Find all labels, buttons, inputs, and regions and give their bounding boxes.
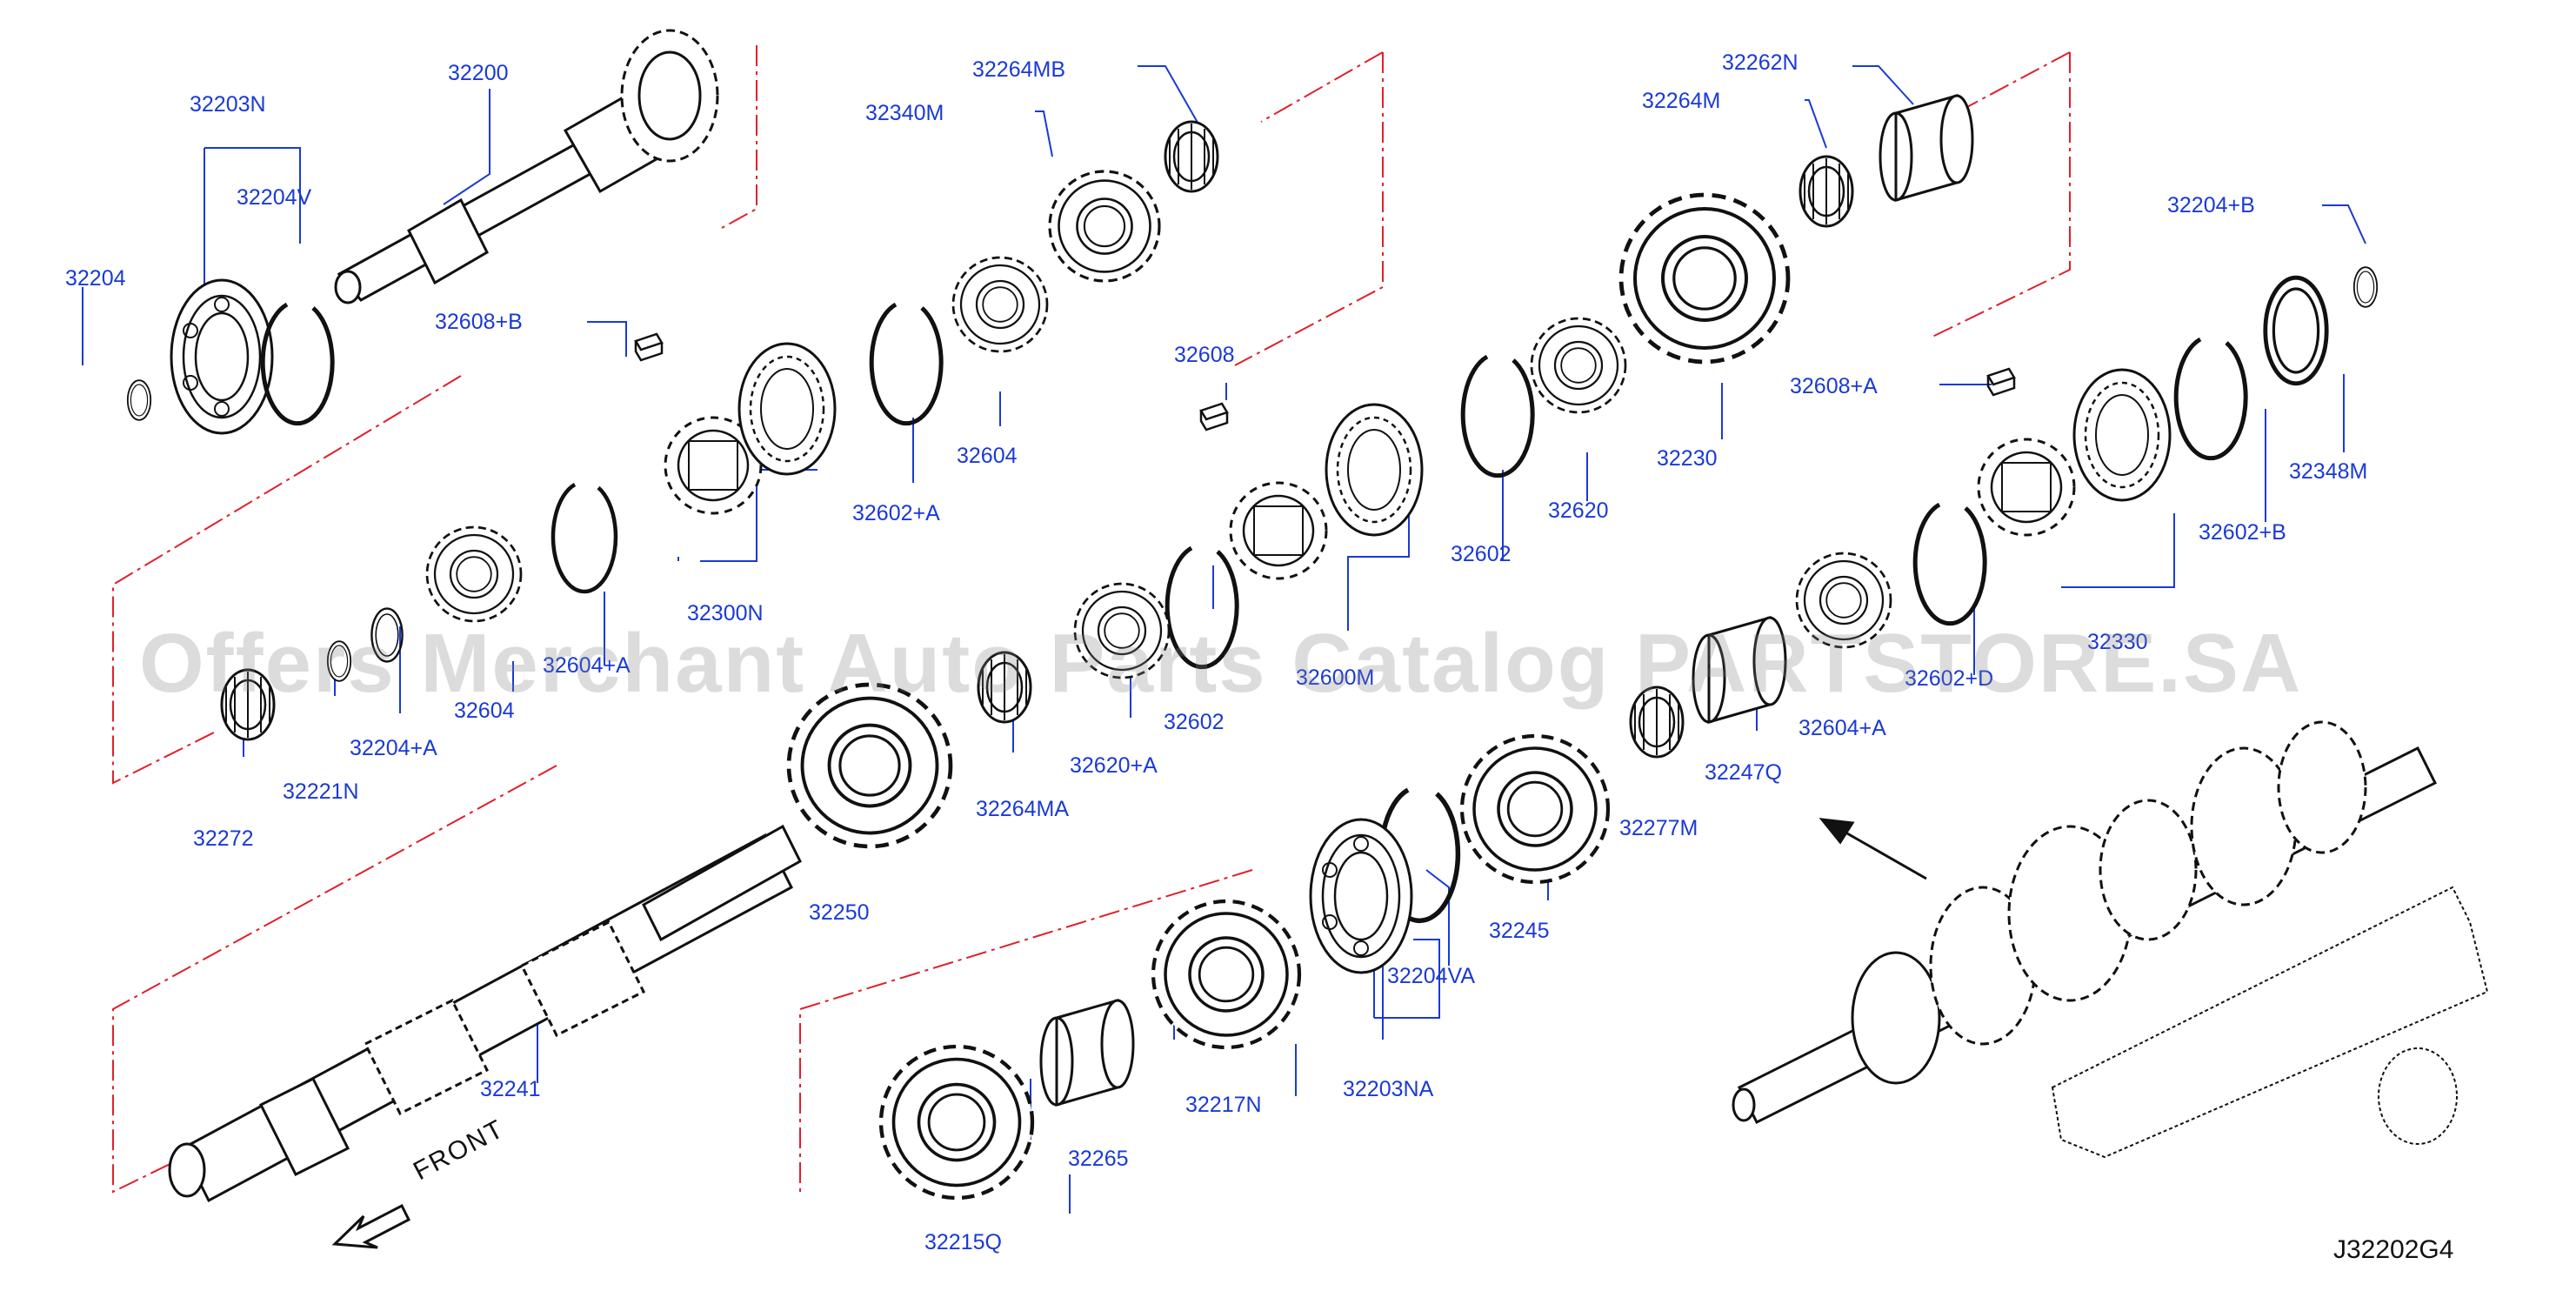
snapring-32602: [1463, 357, 1532, 476]
part-label-32204V[interactable]: 32204V: [237, 185, 312, 210]
snapring-32602B: [2176, 339, 2246, 458]
part-label-32272[interactable]: 32272: [193, 826, 254, 851]
ring-32620: [1530, 317, 1627, 414]
needle-32264MA: [977, 651, 1032, 724]
part-label-32608-B[interactable]: 32608+B: [435, 310, 523, 334]
key-32608B: [634, 332, 664, 362]
needle-32272: [220, 668, 276, 741]
part-label-32602-center[interactable]: 32602: [1451, 542, 1512, 566]
part-label-32204[interactable]: 32204: [65, 266, 126, 291]
part-label-32203N[interactable]: 32203N: [190, 92, 266, 117]
part-label-32348M[interactable]: 32348M: [2289, 459, 2368, 484]
sleeve-32262N: [1879, 94, 1974, 202]
ring-32204A: [370, 607, 404, 663]
part-label-32250[interactable]: 32250: [809, 900, 870, 925]
sleeve-32600M: [1325, 403, 1424, 537]
gear-32340M: [1048, 170, 1161, 283]
ring-32604A: [1795, 552, 1892, 649]
front-arrow-icon: [331, 1203, 411, 1249]
part-label-32215Q[interactable]: 32215Q: [924, 1230, 1002, 1254]
needle-32264MB: [1164, 120, 1219, 193]
part-label-32241[interactable]: 32241: [480, 1077, 541, 1101]
ring-32604-top: [951, 256, 1049, 353]
part-label-32604-left[interactable]: 32604: [454, 699, 515, 723]
sleeve-32265: [1039, 999, 1135, 1107]
gear-32215Q: [881, 1047, 1032, 1198]
ring-32204B: [2352, 266, 2379, 308]
part-label-32602-A[interactable]: 32602+A: [852, 501, 940, 525]
ring-32221N: [326, 640, 352, 682]
main-shaft-lower: [168, 824, 802, 1203]
direction-arrow: [1819, 818, 1927, 880]
part-label-32620[interactable]: 32620: [1548, 498, 1609, 523]
gear-32230: [1621, 195, 1788, 362]
part-label-32608-A[interactable]: 32608+A: [1790, 374, 1878, 398]
needle-32264M: [1799, 155, 1854, 228]
gear-32245: [1462, 736, 1608, 882]
part-label-32604-A-left[interactable]: 32604+A: [543, 653, 631, 678]
ring-32604-left: [425, 525, 523, 623]
part-label-32264M[interactable]: 32264M: [1642, 89, 1721, 113]
part-label-32277M[interactable]: 32277M: [1619, 816, 1698, 840]
part-label-32604-A[interactable]: 32604+A: [1799, 716, 1886, 740]
part-label-32200[interactable]: 32200: [448, 61, 509, 85]
ring-32204: [126, 379, 152, 421]
gear-32217N: [1153, 901, 1299, 1047]
ring-32348M: [2266, 278, 2326, 384]
diagram-code: J32202G4: [2333, 1235, 2454, 1264]
needle-32277M: [1629, 686, 1685, 759]
assembled-shaft: [1732, 720, 2438, 1125]
bearing-32203N: [170, 278, 274, 435]
sleeve-32300N: [737, 342, 837, 476]
part-label-32602-mid[interactable]: 32602: [1164, 710, 1225, 734]
part-label-32264MB[interactable]: 32264MB: [972, 57, 1066, 82]
part-label-32608[interactable]: 32608: [1174, 343, 1235, 367]
snapring-32604A: [553, 485, 616, 592]
part-label-32262N[interactable]: 32262N: [1722, 50, 1799, 75]
hub-32330: [1977, 438, 2076, 537]
sleeve-32330: [2072, 368, 2172, 502]
part-label-32204-B[interactable]: 32204+B: [2167, 193, 2255, 217]
part-label-32602-B[interactable]: 32602+B: [2199, 520, 2286, 545]
part-label-32230[interactable]: 32230: [1657, 446, 1718, 471]
part-label-32264MA[interactable]: 32264MA: [976, 797, 1070, 821]
ring-32620A: [1073, 582, 1171, 679]
bearing-32203NA: [1309, 818, 1413, 974]
part-label-32204-A[interactable]: 32204+A: [350, 736, 437, 760]
part-label-32330[interactable]: 32330: [2087, 630, 2148, 654]
part-label-32340M[interactable]: 32340M: [865, 101, 944, 125]
gear-32250: [789, 685, 951, 846]
main-shaft-upper: [334, 29, 719, 304]
countershaft-outline: [2051, 886, 2489, 1159]
sleeve-32247Q: [1692, 616, 1787, 724]
part-label-32204VA[interactable]: 32204VA: [1387, 964, 1476, 988]
hub-32600M: [1229, 481, 1328, 580]
part-label-32221N[interactable]: 32221N: [283, 779, 359, 804]
snapring-32602A: [871, 304, 941, 424]
part-label-32602-D[interactable]: 32602+D: [1905, 666, 1994, 691]
part-label-32245[interactable]: 32245: [1489, 919, 1550, 943]
snapring-32602-mid: [1167, 548, 1237, 667]
part-label-32604-top[interactable]: 32604: [957, 444, 1018, 468]
part-label-32203NA[interactable]: 32203NA: [1343, 1077, 1434, 1101]
key-32608A: [1986, 367, 2016, 397]
part-label-32300N[interactable]: 32300N: [687, 601, 764, 625]
key-32608: [1199, 402, 1229, 431]
part-label-32247Q[interactable]: 32247Q: [1705, 760, 1782, 785]
part-label-32217N[interactable]: 32217N: [1185, 1093, 1262, 1117]
part-label-32265[interactable]: 32265: [1068, 1147, 1129, 1171]
part-label-32620-A[interactable]: 32620+A: [1070, 753, 1158, 778]
part-label-32600M[interactable]: 32600M: [1296, 666, 1375, 690]
snapring-32602D: [1915, 505, 1985, 624]
